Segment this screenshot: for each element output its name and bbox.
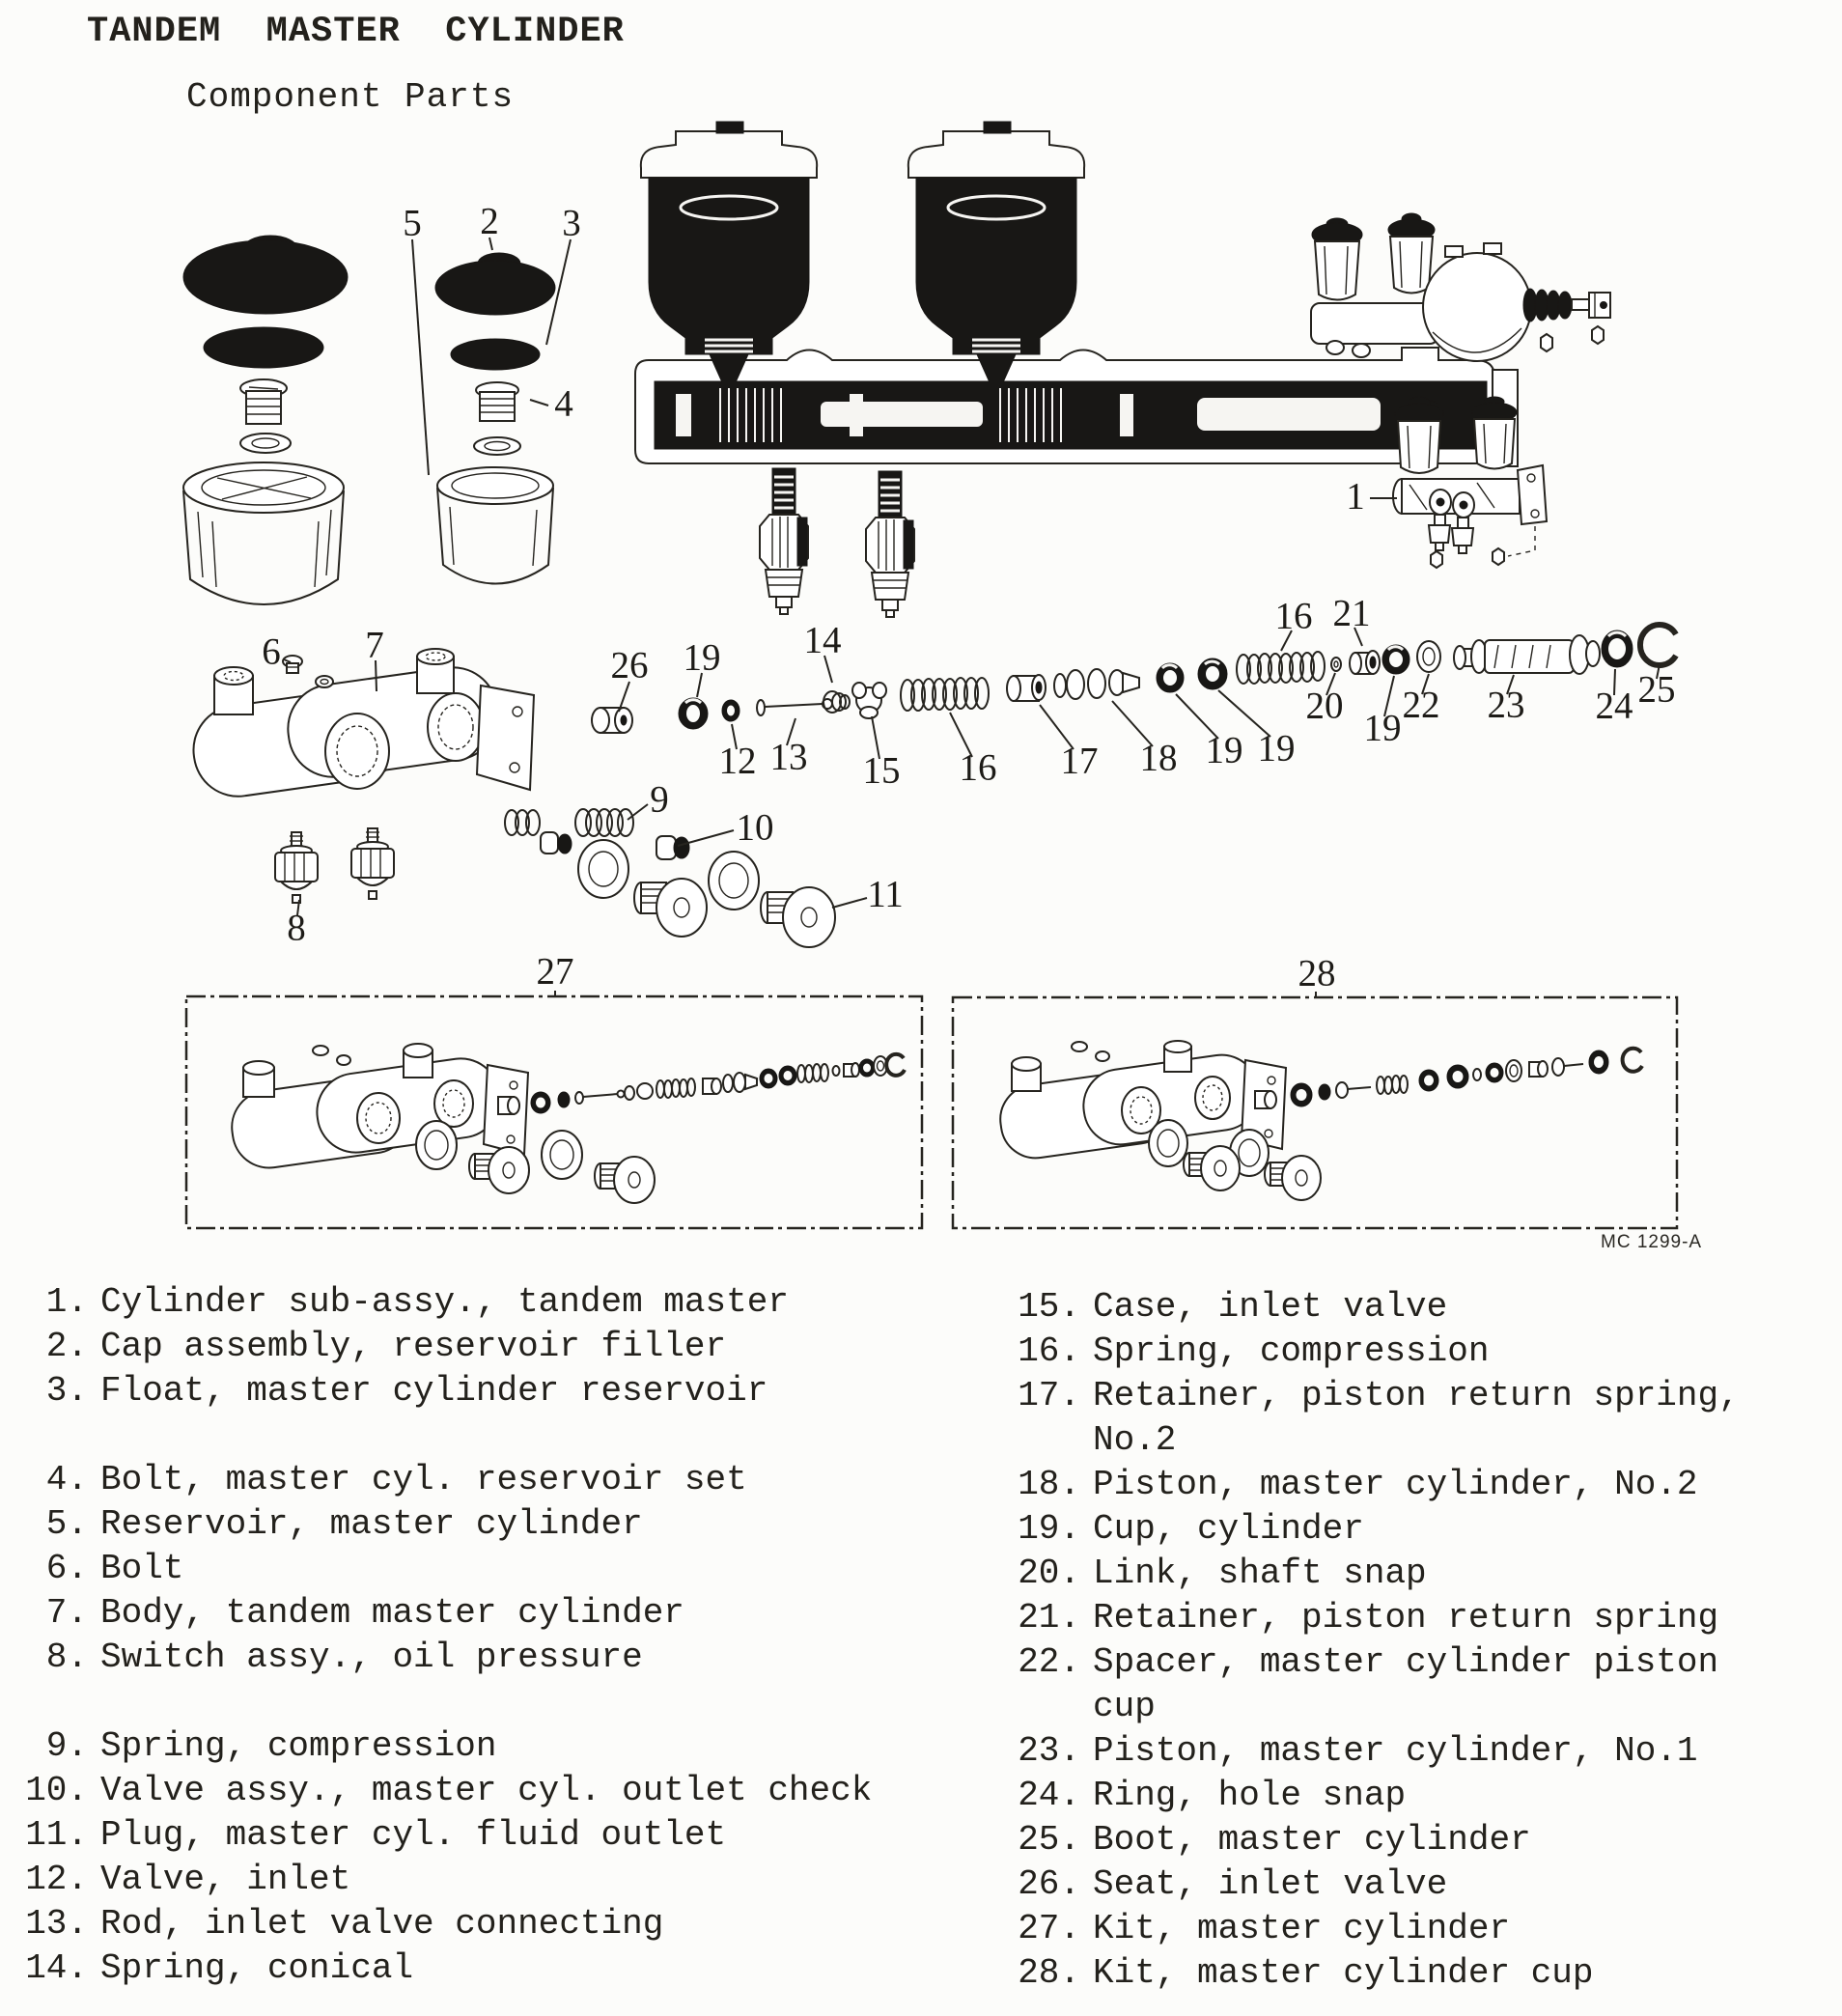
- part-item-8: 8.Switch assy., oil pressure: [45, 1638, 643, 1677]
- kit-box-28: [951, 995, 1679, 1230]
- part-item-14: 14.Spring, conical: [25, 1948, 414, 1988]
- kit-box-27: [184, 994, 924, 1230]
- part-item-22-cont: cup: [1093, 1687, 1156, 1726]
- outlet-check-parts: [504, 808, 836, 948]
- piston-parts-row: [591, 622, 1679, 734]
- part-item-9: 9.Spring, compression: [45, 1726, 497, 1766]
- part-item-18: 18.Piston, master cylinder, No.2: [1018, 1465, 1698, 1504]
- part-item-10: 10.Valve assy., master cyl. outlet check: [25, 1771, 873, 1810]
- part-item-17: 17.Retainer, piston return spring,: [1018, 1376, 1740, 1415]
- cap-assembly-large: [182, 235, 349, 605]
- part-item-2: 2.Cap assembly, reservoir filler: [45, 1327, 727, 1366]
- booster-assembly: [1310, 212, 1611, 362]
- part-item-3: 3.Float, master cylinder reservoir: [45, 1371, 768, 1411]
- part-item-12: 12.Valve, inlet: [25, 1860, 351, 1899]
- part-item-6: 6.Bolt: [45, 1549, 184, 1588]
- part-item-17-cont: No.2: [1093, 1420, 1177, 1460]
- callout-leader-lines: [283, 237, 1661, 998]
- part-item-25: 25.Boot, master cylinder: [1018, 1820, 1531, 1860]
- oil-pressure-switches: [274, 827, 395, 904]
- cross-section-view: [634, 121, 1519, 618]
- part-item-26: 26.Seat, inlet valve: [1018, 1864, 1448, 1904]
- part-item-1: 1.Cylinder sub-assy., tandem master: [45, 1282, 789, 1322]
- part-item-7: 7.Body, tandem master cylinder: [45, 1593, 684, 1633]
- drawing-number: MC 1299-A: [1601, 1232, 1703, 1252]
- outlet-fitting-right: [865, 470, 915, 618]
- part-item-21: 21.Retainer, piston return spring: [1018, 1598, 1719, 1638]
- part-item-16: 16.Spring, compression: [1018, 1331, 1490, 1371]
- part-item-19: 19.Cup, cylinder: [1018, 1509, 1364, 1549]
- part-item-27: 27.Kit, master cylinder: [1018, 1909, 1511, 1948]
- part-item-4: 4.Bolt, master cyl. reservoir set: [45, 1460, 747, 1499]
- master-cylinder-body: [192, 648, 536, 798]
- part-item-5: 5.Reservoir, master cylinder: [45, 1504, 643, 1544]
- part-item-23: 23.Piston, master cylinder, No.1: [1018, 1731, 1698, 1771]
- part-item-24: 24.Ring, hole snap: [1018, 1776, 1407, 1815]
- part-item-20: 20.Link, shaft snap: [1018, 1554, 1427, 1593]
- exploded-diagram: [182, 121, 1679, 1230]
- page-subtitle: Component Parts: [186, 77, 515, 117]
- parts-list-left: 1.Cylinder sub-assy., tandem master 2.Cap…: [24, 1280, 970, 1991]
- part-item-15: 15.Case, inlet valve: [1018, 1287, 1448, 1327]
- part-item-28: 28.Kit, master cylinder cup: [1018, 1953, 1594, 1993]
- cylinder-sub-assembly: [1392, 396, 1549, 570]
- part-item-11: 11.Plug, master cyl. fluid outlet: [25, 1815, 727, 1855]
- cap-assembly-small: [434, 252, 556, 585]
- page-title: TANDEM MASTER CYLINDER: [87, 12, 625, 52]
- part-item-13: 13.Rod, inlet valve connecting: [25, 1904, 664, 1944]
- part-item-22: 22.Spacer, master cylinder piston: [1018, 1642, 1719, 1682]
- outlet-fitting-left: [759, 467, 809, 615]
